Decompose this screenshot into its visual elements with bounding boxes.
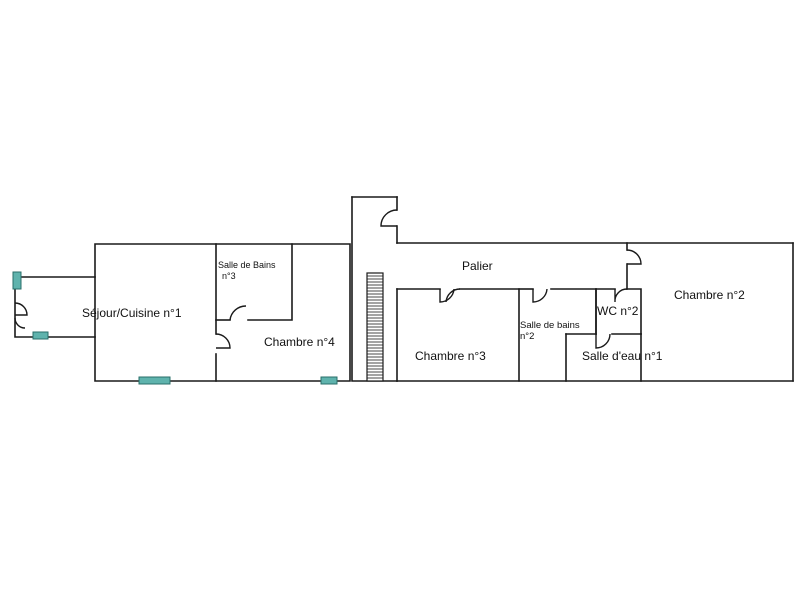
- walls-right-block: [396, 196, 794, 382]
- room-label-chambre-4: Chambre n°4: [264, 335, 335, 349]
- room-label-salle-eau-1: Salle d'eau n°1: [582, 349, 663, 363]
- window: [12, 271, 22, 290]
- room-label-wc-2: WC n°2: [597, 304, 639, 318]
- room-label-palier: Palier: [462, 259, 493, 273]
- room-label-salle-bains-3: Salle de Bains: [218, 260, 276, 270]
- room-label-salle-bains-2: Salle de bains: [520, 320, 580, 331]
- window: [138, 376, 171, 385]
- room-label-sejour: Séjour/Cuisine n°1: [82, 306, 182, 320]
- window: [32, 331, 49, 340]
- walls-left-block: [14, 243, 351, 382]
- room-label-salle-bains-2-number: n°2: [520, 331, 534, 342]
- window: [320, 376, 338, 385]
- doors-right-block: [380, 209, 642, 349]
- room-label-chambre-3: Chambre n°3: [415, 349, 486, 363]
- room-label-chambre-2: Chambre n°2: [674, 288, 745, 302]
- windows: [12, 271, 338, 385]
- room-labels: Séjour/Cuisine n°1 Salle de Bains n°3 Ch…: [82, 259, 745, 363]
- stair-treads: [367, 275, 383, 379]
- stair-core: [351, 196, 398, 382]
- room-label-salle-bains-3-number: n°3: [222, 271, 236, 281]
- doors-left-block: [14, 302, 247, 349]
